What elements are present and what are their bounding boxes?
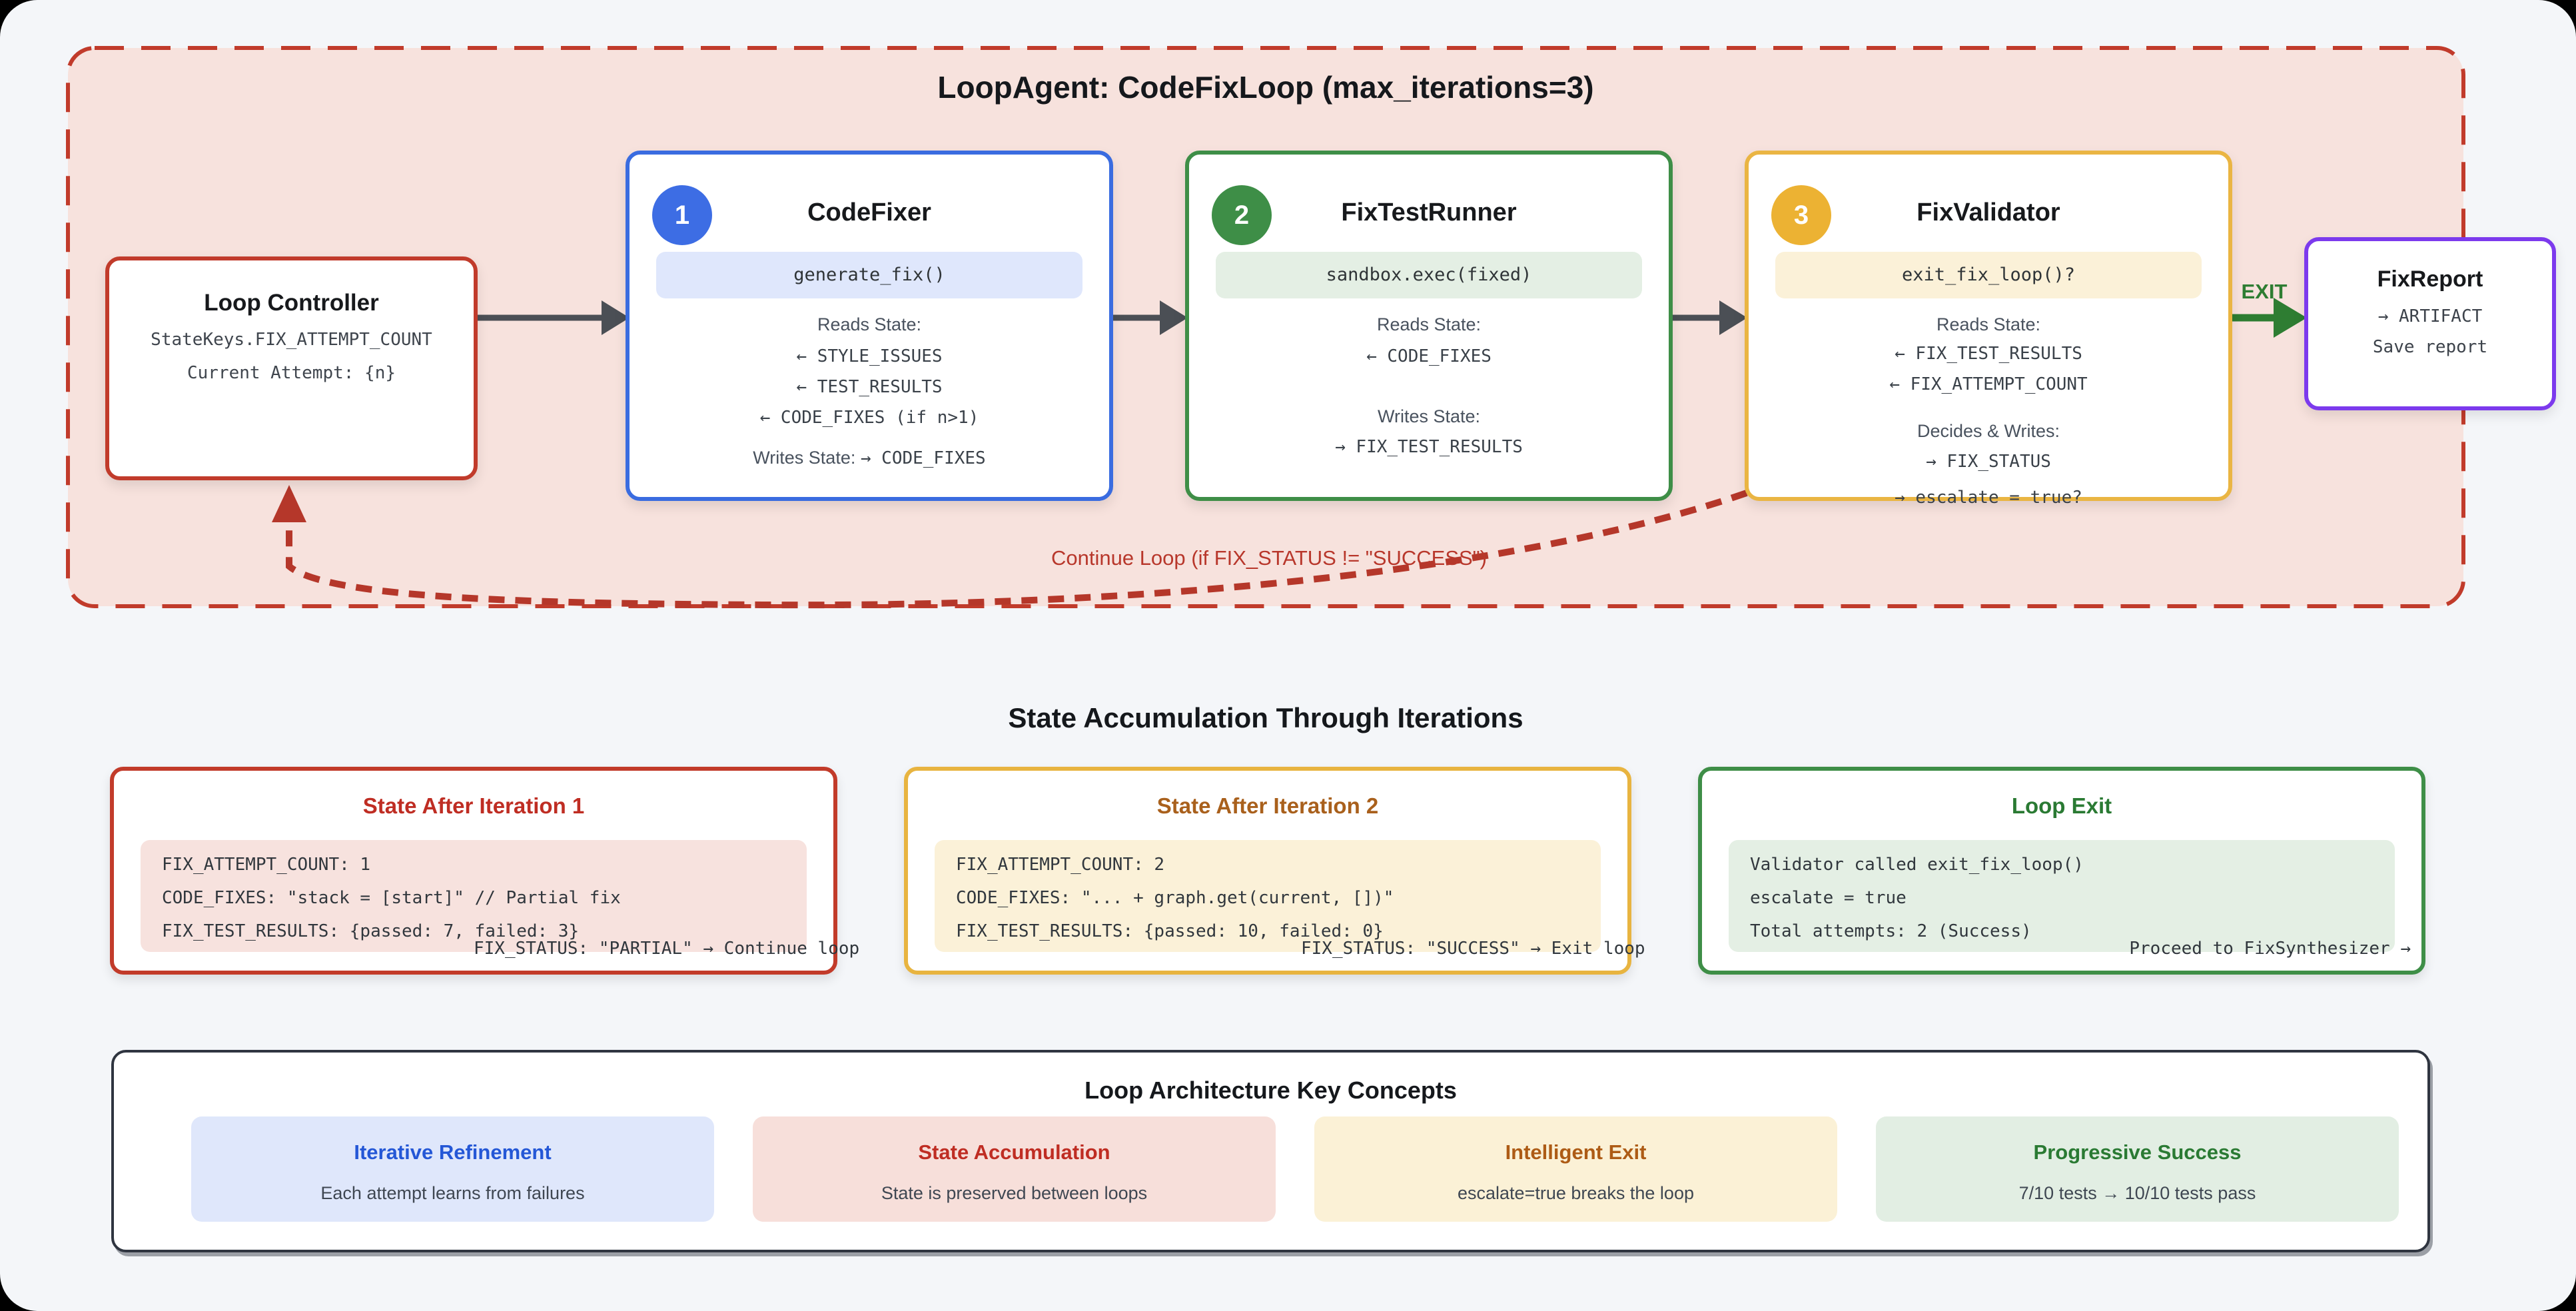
fixreport-box: FixReport → ARTIFACT Save report bbox=[2304, 237, 2556, 410]
state-iteration-2-status-line: FIX_STATUS: "SUCCESS" → Exit loop bbox=[1301, 939, 1645, 959]
codefixer-reads-item: ← TEST_RESULTS bbox=[796, 377, 943, 397]
state-iteration-1-box: State After Iteration 1 FIX_ATTEMPT_COUN… bbox=[110, 767, 859, 975]
loop-controller-title: Loop Controller bbox=[204, 290, 379, 316]
fixreport-save-line: Save report bbox=[2372, 337, 2488, 357]
code-line: FIX_TEST_RESULTS: {passed: 7, failed: 3} bbox=[162, 921, 580, 941]
concept-card-state-accumulation: State Accumulation State is preserved be… bbox=[753, 1116, 1276, 1222]
codefixer-reads-item: ← STYLE_ISSUES bbox=[796, 346, 943, 366]
fixvalidator-reads-item: ← FIX_TEST_RESULTS bbox=[1895, 344, 2082, 364]
code-line: Total attempts: 2 (Success) bbox=[1750, 921, 2032, 941]
concept-subtitle: escalate=true breaks the loop bbox=[1458, 1183, 1694, 1203]
loop-title: LoopAgent: CodeFixLoop (max_iterations=3… bbox=[937, 70, 1594, 105]
concept-card-intelligent-exit: Intelligent Exit escalate=true breaks th… bbox=[1314, 1116, 1837, 1222]
fixtestrunner-reads-label: Reads State: bbox=[1376, 314, 1482, 334]
loop-exit-box: Loop Exit Validator called exit_fix_loop… bbox=[1698, 767, 2425, 975]
concept-title: State Accumulation bbox=[918, 1140, 1110, 1164]
state-iteration-2-code: FIX_ATTEMPT_COUNT: 2 CODE_FIXES: "... + … bbox=[935, 840, 1601, 952]
loop-controller-statekey: StateKeys.FIX_ATTEMPT_COUNT bbox=[151, 330, 432, 350]
concept-subtitle: State is preserved between loops bbox=[881, 1183, 1148, 1203]
key-concepts-heading: Loop Architecture Key Concepts bbox=[1084, 1077, 1457, 1104]
codefixer-writes-label: Writes State: bbox=[753, 448, 856, 468]
codefixer-title: CodeFixer bbox=[807, 199, 931, 226]
fixreport-title: FixReport bbox=[2377, 266, 2483, 292]
fixtestrunner-writes-label: Writes State: bbox=[1377, 406, 1481, 426]
loop-exit-proceed-line: Proceed to FixSynthesizer → bbox=[2129, 939, 2411, 959]
codefixer-reads-label: Reads State: bbox=[817, 314, 922, 334]
fixvalidator-reads-label: Reads State: bbox=[1936, 314, 2041, 334]
loop-controller-attempt: Current Attempt: {n} bbox=[187, 363, 396, 383]
code-line: FIX_ATTEMPT_COUNT: 1 bbox=[162, 855, 371, 875]
key-concepts-container: Loop Architecture Key Concepts Iterative… bbox=[111, 1050, 2430, 1252]
state-iteration-2-box: State After Iteration 2 FIX_ATTEMPT_COUN… bbox=[904, 767, 1645, 975]
fixvalidator-writes-item: → FIX_STATUS bbox=[1926, 452, 2051, 472]
concept-title: Intelligent Exit bbox=[1505, 1140, 1647, 1164]
loop-exit-code: Validator called exit_fix_loop() escalat… bbox=[1729, 840, 2395, 952]
state-iteration-1-code: FIX_ATTEMPT_COUNT: 1 CODE_FIXES: "stack … bbox=[141, 840, 807, 952]
loop-exit-title: Loop Exit bbox=[2011, 793, 2112, 818]
exit-label: EXIT bbox=[2241, 280, 2288, 303]
codefixer-reads-item: ← CODE_FIXES (if n>1) bbox=[759, 408, 979, 428]
codefixer-function-pill: generate_fix() bbox=[656, 252, 1082, 298]
code-line: Validator called exit_fix_loop() bbox=[1750, 855, 2084, 875]
continue-loop-caption: Continue Loop (if FIX_STATUS != "SUCCESS… bbox=[1051, 546, 1487, 570]
codefixer-writes-line: Writes State: → CODE_FIXES bbox=[630, 448, 1109, 468]
fixvalidator-title: FixValidator bbox=[1917, 199, 2060, 226]
fixvalidator-reads-item: ← FIX_ATTEMPT_COUNT bbox=[1889, 374, 2088, 394]
state-iteration-2-title: State After Iteration 2 bbox=[1156, 793, 1379, 818]
fixtestrunner-writes-item: → FIX_TEST_RESULTS bbox=[1335, 437, 1523, 457]
fixtestrunner-reads-item: ← CODE_FIXES bbox=[1366, 346, 1492, 366]
concept-card-progressive-success: Progressive Success 7/10 tests → 10/10 t… bbox=[1876, 1116, 2399, 1222]
fixvalidator-box: 3 FixValidator exit_fix_loop()? Reads St… bbox=[1745, 151, 2232, 508]
codefixer-box: 1 CodeFixer generate_fix() Reads State: … bbox=[626, 151, 1113, 501]
state-iteration-1-title: State After Iteration 1 bbox=[362, 793, 585, 818]
fixvalidator-function-pill: exit_fix_loop()? bbox=[1775, 252, 2202, 298]
fixtestrunner-title: FixTestRunner bbox=[1341, 199, 1517, 226]
fixreport-artifact-line: → ARTIFACT bbox=[2377, 306, 2483, 326]
fixtestrunner-function-pill: sandbox.exec(fixed) bbox=[1216, 252, 1642, 298]
code-line: FIX_ATTEMPT_COUNT: 2 bbox=[956, 855, 1165, 875]
concept-card-iterative-refinement: Iterative Refinement Each attempt learns… bbox=[191, 1116, 714, 1222]
concept-title: Progressive Success bbox=[2033, 1140, 2242, 1164]
fixvalidator-escalate-line: → escalate = true? bbox=[1895, 488, 2082, 508]
fixtestrunner-box: 2 FixTestRunner sandbox.exec(fixed) Read… bbox=[1185, 151, 1673, 501]
codefixer-writes-value: → CODE_FIXES bbox=[860, 448, 986, 468]
code-line: FIX_TEST_RESULTS: {passed: 10, failed: 0… bbox=[956, 921, 1384, 941]
fixvalidator-writes-label: Decides & Writes: bbox=[1917, 421, 2060, 441]
concept-subtitle: Each attempt learns from failures bbox=[320, 1183, 585, 1203]
concept-title: Iterative Refinement bbox=[354, 1140, 552, 1164]
loop-controller-box: Loop Controller StateKeys.FIX_ATTEMPT_CO… bbox=[105, 256, 478, 480]
code-line: escalate = true bbox=[1750, 888, 1907, 908]
concept-subtitle: 7/10 tests → 10/10 tests pass bbox=[2018, 1183, 2256, 1203]
code-line: CODE_FIXES: "stack = [start]" // Partial… bbox=[162, 888, 621, 908]
code-line: CODE_FIXES: "... + graph.get(current, []… bbox=[956, 888, 1394, 908]
state-section-heading: State Accumulation Through Iterations bbox=[1008, 702, 1523, 733]
state-iteration-1-status-line: FIX_STATUS: "PARTIAL" → Continue loop bbox=[474, 939, 860, 959]
